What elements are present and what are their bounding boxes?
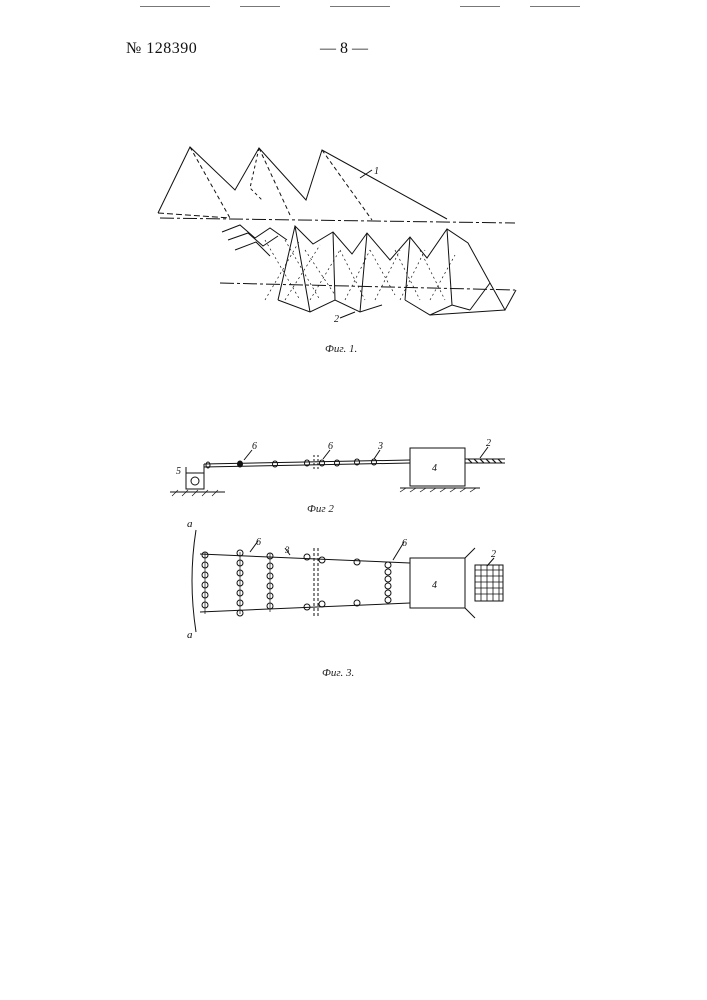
figure-2-drawing <box>170 447 505 496</box>
fig2-label-6a: 6 <box>252 441 257 452</box>
fig1-label-1: 1 <box>374 166 379 177</box>
figure-3-caption: Фиг. 3. <box>322 667 354 679</box>
fig1-label-2: 2 <box>334 314 339 325</box>
fig3-label-6a: 6 <box>256 537 261 548</box>
fig2-label-5: 5 <box>176 466 181 477</box>
fig3-label-a-top: а <box>187 518 193 530</box>
figure-1-drawing <box>158 147 516 318</box>
fig2-label-2: 2 <box>486 438 491 449</box>
figure-1-caption: Фиг. 1. <box>325 343 357 355</box>
figure-3-drawing <box>192 530 503 632</box>
figure-2-caption: Фиг 2 <box>307 503 334 515</box>
fig2-label-4: 4 <box>432 463 437 474</box>
fig3-label-3: 3 <box>284 545 290 555</box>
fig2-label-6b: 6 <box>328 441 333 452</box>
fig3-label-a-bottom: а <box>187 629 193 641</box>
fig3-chain-4 <box>385 562 391 603</box>
fig3-label-2: 2 <box>491 549 496 560</box>
fig2-label-3: 3 <box>377 441 383 452</box>
fig3-label-6b: 6 <box>402 538 407 549</box>
fig3-label-4: 4 <box>432 580 437 591</box>
